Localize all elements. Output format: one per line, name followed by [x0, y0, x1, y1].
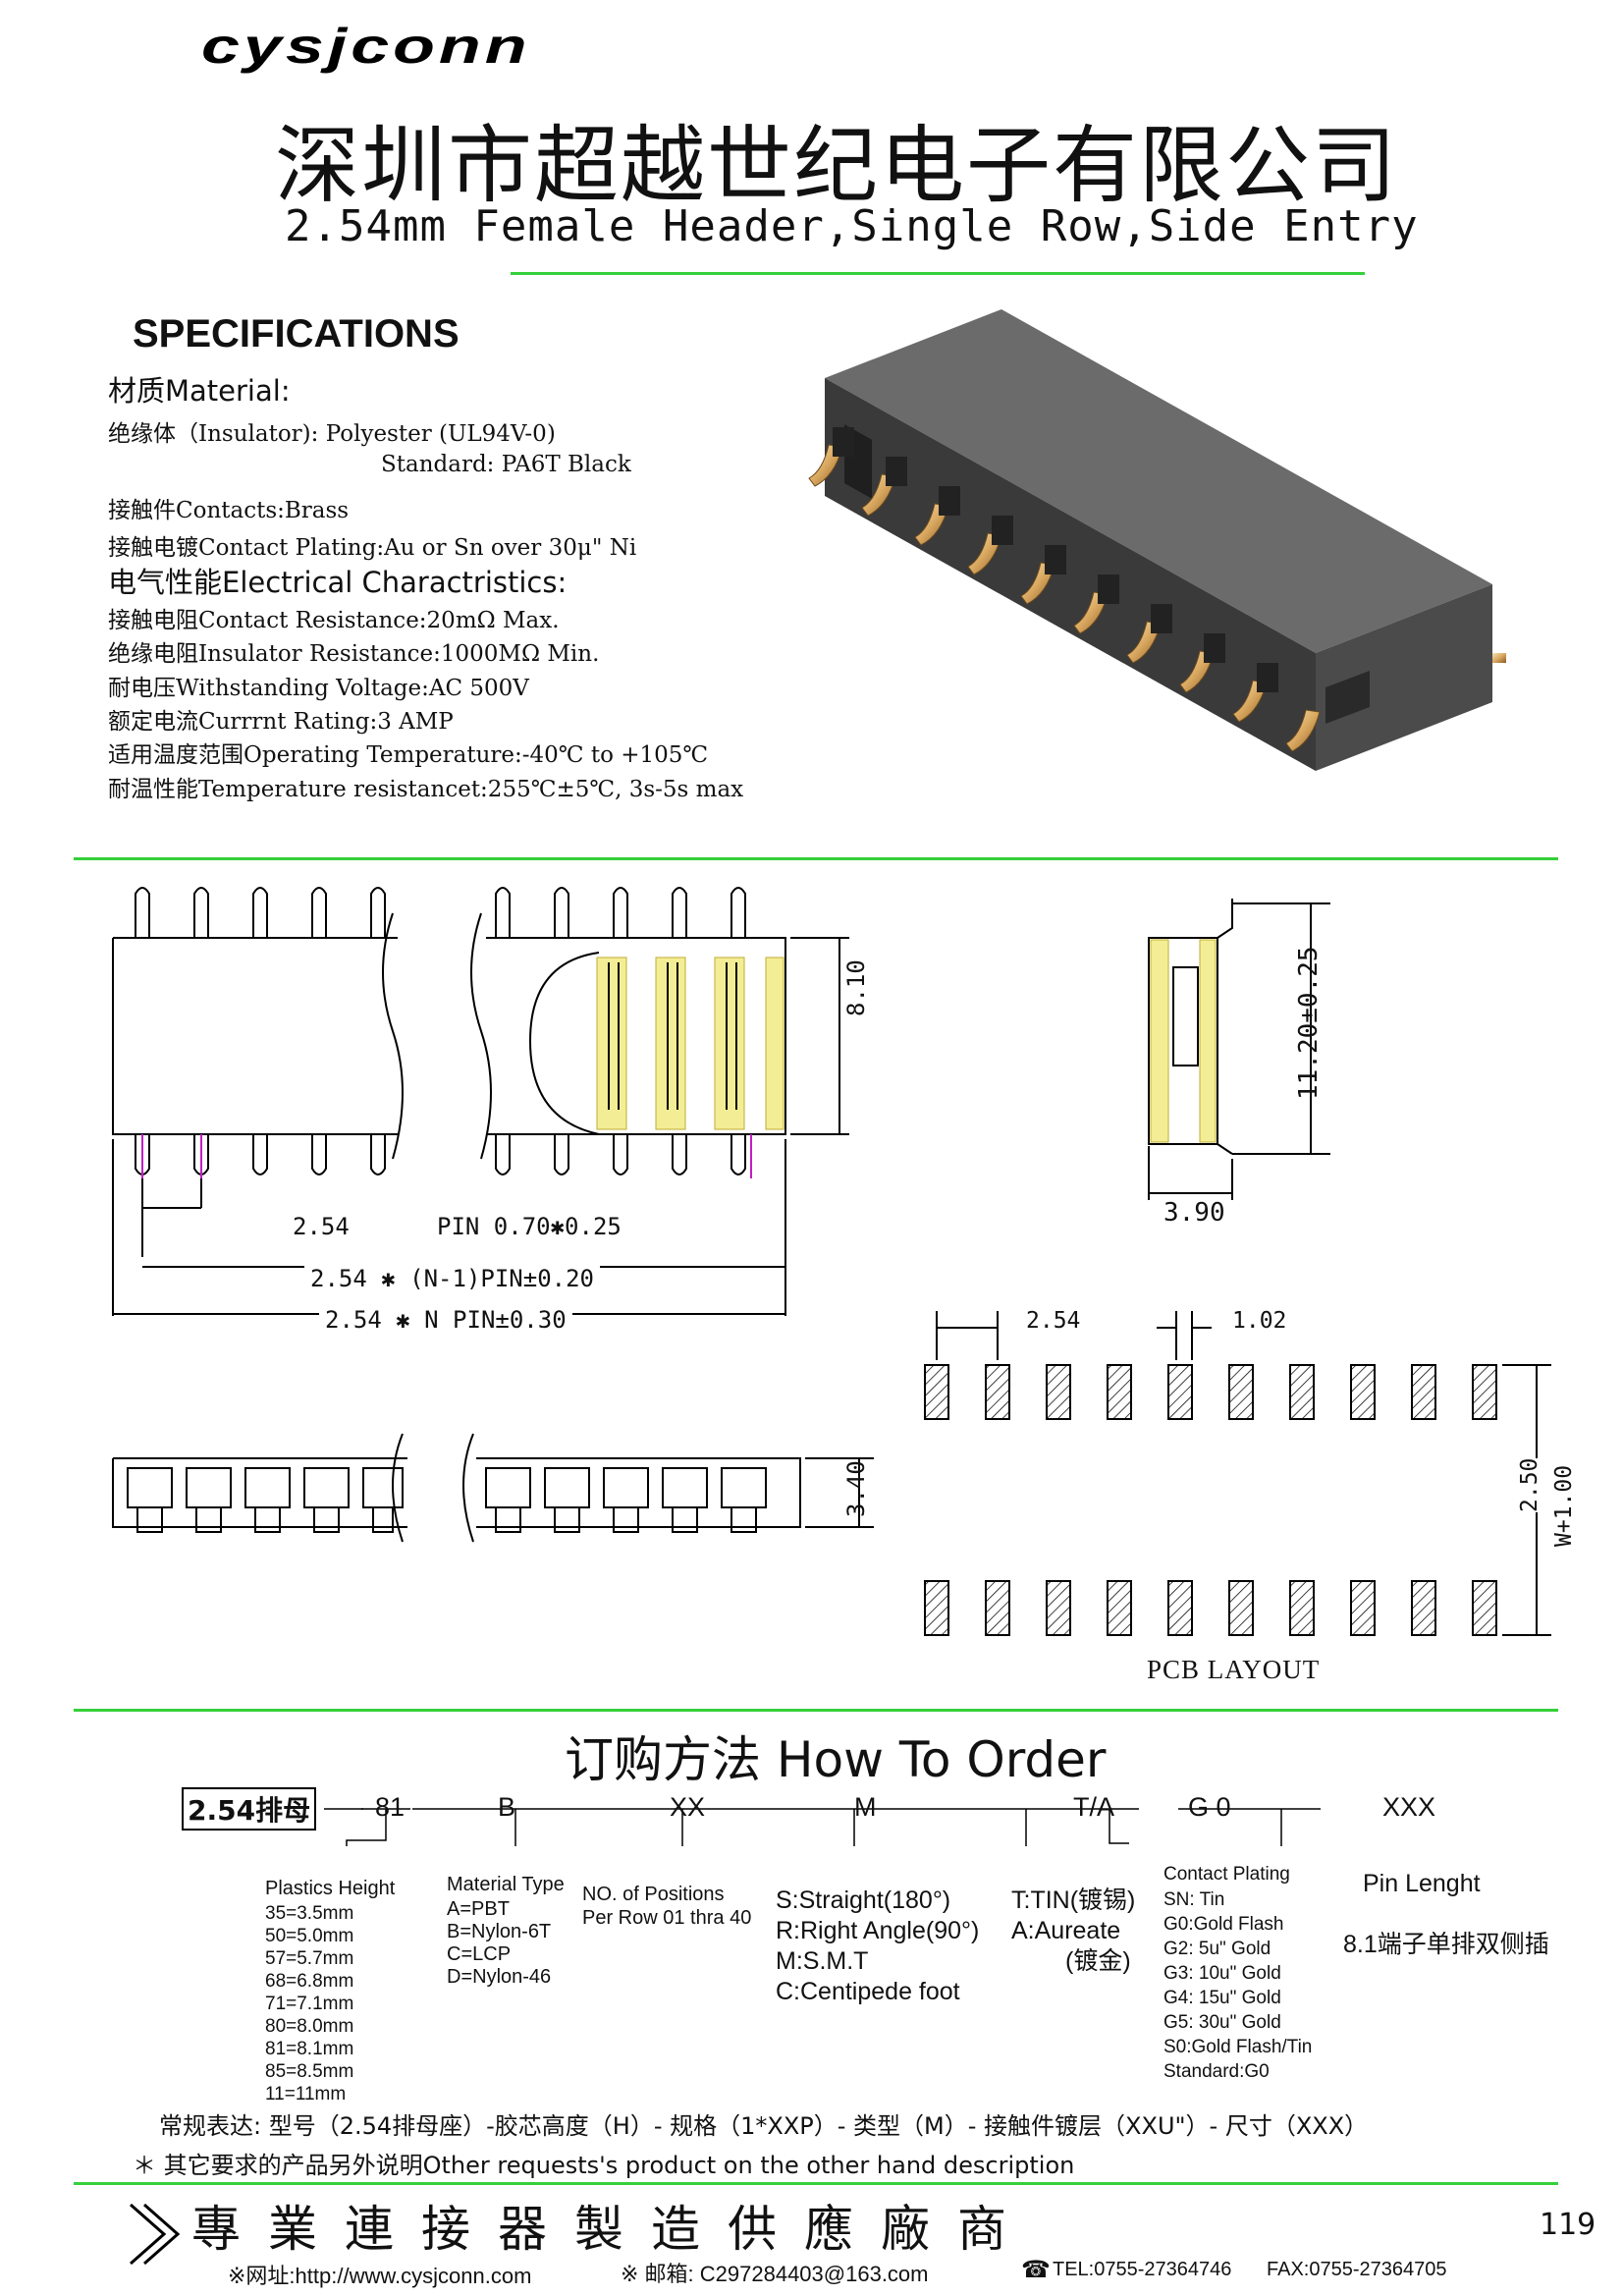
spec-insulator-standard: Standard: PA6T Black: [381, 452, 631, 477]
type-item: S:Straight(180°): [776, 1886, 951, 1914]
contact-plating-item: G4: 15u" Gold: [1163, 1988, 1281, 2008]
dim-height-label: 8.10: [842, 959, 870, 1016]
spec-voltage: 耐电压Withstanding Voltage:AC 500V: [108, 676, 529, 701]
material-type-item: D=Nylon-46: [447, 1966, 552, 1988]
contact-plating-item: G5: 30u" Gold: [1163, 2012, 1281, 2033]
contact-plating-heading: Contact Plating: [1163, 1864, 1290, 1885]
dim-side-width-label: 3.90: [1163, 1198, 1225, 1228]
spec-plating: 接触电镀Contact Plating:Au or Sn over 30μ" N…: [108, 535, 637, 561]
order-code-length: XXX: [1382, 1792, 1436, 1822]
dim-pitch-label: 2.54: [293, 1213, 350, 1240]
dim-n-label: 2.54 ✱ N PIN±0.30: [319, 1306, 572, 1334]
dim-bottom-height-label: 3.40: [842, 1460, 870, 1517]
plastics-item: 35=3.5mm: [265, 1903, 354, 1924]
divider-3: [74, 2182, 1558, 2185]
spec-temperature-resistance: 耐温性能Temperature resistancet:255℃±5℃, 3s-…: [108, 777, 744, 802]
order-code-type: M: [854, 1792, 877, 1822]
page-number: 119: [1540, 2208, 1596, 2242]
pcb-layout-drawing: [924, 1311, 1551, 1636]
plastics-item: 71=7.1mm: [265, 1994, 354, 2014]
type-item: M:S.M.T: [776, 1947, 869, 1975]
company-name: 深圳市超越世纪电子有限公司: [275, 117, 1398, 215]
contact-plating-item: G3: 10u" Gold: [1163, 1963, 1281, 1984]
spec-heading: SPECIFICATIONS: [133, 312, 460, 355]
front-view-drawing: [112, 887, 849, 1316]
material-type-item: A=PBT: [447, 1898, 510, 1920]
product-title: 2.54mm Female Header,Single Row,Side Ent…: [285, 201, 1419, 251]
footer-website[interactable]: ※网址:http://www.cysjconn.com: [228, 2264, 532, 2288]
product-3d-image: [808, 309, 1506, 771]
pin-length-note: 8.1端子单排双侧插: [1343, 1931, 1549, 1958]
company-logo: cysjconn: [201, 18, 531, 74]
order-code-contact: G 0: [1188, 1792, 1231, 1822]
footer-fax: FAX:0755-27364705: [1267, 2259, 1447, 2280]
phone-icon: ☎: [1021, 2256, 1051, 2283]
spec-contact-resistance: 接触电阻Contact Resistance:20mΩ Max.: [108, 608, 560, 633]
bottom-view-drawing: [112, 1433, 874, 1543]
material-type-item: B=Nylon-6T: [447, 1921, 552, 1942]
material-heading: 材质Material:: [108, 374, 291, 408]
pcb-layout-label: PCB LAYOUT: [1147, 1655, 1321, 1684]
plating-line-2: A:Aureate: [1011, 1917, 1121, 1944]
plastics-item: 85=8.5mm: [265, 2061, 354, 2082]
order-code-plating: T/A: [1073, 1792, 1115, 1822]
divider-2: [74, 1709, 1558, 1712]
plating-line-3: (镀金): [1065, 1947, 1131, 1975]
order-code-connector-lines: [324, 1808, 1321, 1846]
plastics-item: 50=5.0mm: [265, 1926, 354, 1946]
dim-pin-label: PIN 0.70✱0.25: [437, 1213, 622, 1240]
footer-email[interactable]: ※ 邮箱: C297284403@163.com: [621, 2262, 929, 2286]
plastics-item: 80=8.0mm: [265, 2016, 354, 2037]
type-list: S:Straight(180°) R:Right Angle(90°) M:S.…: [776, 1886, 979, 2007]
contact-plating-item: Standard:G0: [1163, 2061, 1270, 2082]
divider-top: [511, 272, 1365, 275]
pcb-pad-label: 1.02: [1232, 1308, 1287, 1334]
material-type-list: A=PBT B=Nylon-6T C=LCP D=Nylon-46: [447, 1898, 551, 1989]
divider-1: [74, 857, 1558, 860]
material-type-item: C=LCP: [447, 1943, 512, 1965]
positions-line-2: Per Row 01 thra 40: [582, 1907, 752, 1929]
footer-slogan: 專業連接器製造供應廠商: [191, 2201, 1034, 2258]
plating-line-1: T:TIN(镀锡): [1011, 1886, 1136, 1914]
plastics-list: 35=3.5mm 50=5.0mm 57=5.7mm 68=6.8mm 71=7…: [265, 1902, 353, 2105]
spec-current: 额定电流Currrnt Rating:3 AMP: [108, 709, 454, 735]
dim-side-height-label: 11.20±0.25: [1294, 946, 1324, 1100]
pcb-w-label: W+1.00: [1551, 1464, 1577, 1547]
plastics-item: 11=11mm: [265, 2084, 347, 2105]
order-code-height: 81: [375, 1792, 406, 1822]
footer-tel: TEL:0755-27364746: [1053, 2259, 1232, 2280]
pcb-pitch-label: 2.54: [1026, 1308, 1081, 1334]
plastics-item: 57=5.7mm: [265, 1948, 354, 1969]
type-item: R:Right Angle(90°): [776, 1917, 980, 1944]
other-requests-note: ＊ 其它要求的产品另外说明Other requests's product on…: [133, 2152, 1075, 2179]
positions-line-1: NO. of Positions: [582, 1884, 725, 1905]
material-type-heading: Material Type: [447, 1874, 565, 1895]
order-code-material: B: [498, 1792, 516, 1822]
side-view-drawing: [1148, 899, 1330, 1200]
order-title: 订购方法 How To Order: [565, 1731, 1107, 1788]
dim-n1-label: 2.54 ✱ (N-1)PIN±0.20: [304, 1265, 600, 1292]
electrical-heading: 电气性能Electrical Charactristics:: [108, 566, 568, 599]
pin-length-heading: Pin Lenght: [1363, 1870, 1481, 1897]
chevron-right-icon: [130, 2203, 181, 2266]
plastics-heading: Plastics Height: [265, 1878, 396, 1899]
spec-insulator: 绝缘体（Insulator): Polyester (UL94V-0): [108, 421, 556, 447]
plastics-item: 81=8.1mm: [265, 2039, 354, 2059]
order-code-prefix: 2.54排母: [182, 1787, 317, 1831]
contact-plating-list: SN: Tin G0:Gold Flash G2: 5u" Gold G3: 1…: [1163, 1887, 1312, 2084]
plastics-item: 68=6.8mm: [265, 1971, 354, 1992]
type-item: C:Centipede foot: [776, 1978, 960, 2005]
pcb-row-label: 2.50: [1517, 1457, 1542, 1512]
contact-plating-item: S0:Gold Flash/Tin: [1163, 2037, 1313, 2057]
spec-insulator-resistance: 绝缘电阻Insulator Resistance:1000MΩ Min.: [108, 641, 600, 667]
order-code-positions: XX: [670, 1792, 706, 1822]
contact-plating-item: G2: 5u" Gold: [1163, 1939, 1271, 1959]
contact-plating-item: G0:Gold Flash: [1163, 1914, 1284, 1935]
spec-contacts: 接触件Contacts:Brass: [108, 498, 350, 523]
order-formula: 常规表达: 型号（2.54排母座）-胶芯高度（H）- 规格（1*XXP）- 类型…: [159, 2112, 1369, 2140]
contact-plating-item: SN: Tin: [1163, 1889, 1225, 1910]
spec-temperature: 适用温度范围Operating Temperature:-40℃ to +105…: [108, 742, 709, 768]
